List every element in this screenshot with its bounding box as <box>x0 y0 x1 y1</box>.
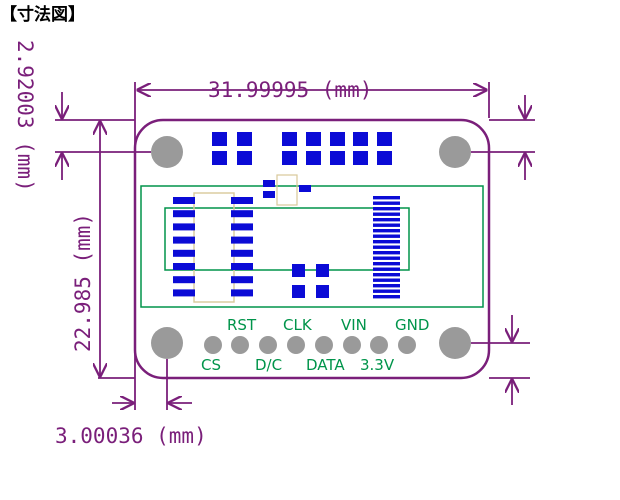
fpc-pad <box>373 289 400 293</box>
left-hole-offset-dimension <box>112 359 192 410</box>
right-bottom-hole-offset-dimension <box>471 315 530 405</box>
header-pin <box>287 336 305 354</box>
dip-pad <box>231 289 253 297</box>
fpc-pad <box>373 218 400 222</box>
fpc-pad <box>373 212 400 216</box>
mounting-hole-bottom-left <box>151 327 183 359</box>
pin-label-cs: CS <box>201 356 221 374</box>
diagram-heading: 【寸法図】 <box>0 5 85 25</box>
right-top-hole-offset-dimension <box>471 95 535 180</box>
dip-pad <box>173 289 195 297</box>
fpc-pad <box>373 201 400 205</box>
fpc-pad <box>373 295 400 299</box>
fpc-pad <box>373 240 400 244</box>
width-dimension <box>134 82 490 410</box>
pin-label-clk: CLK <box>283 316 313 334</box>
dip-ic <box>173 192 253 303</box>
dip-pad <box>173 210 195 218</box>
fpc-pad <box>373 262 400 266</box>
board-height-label: 22.985 (mm) <box>71 213 95 352</box>
mounting-hole-bottom-right <box>439 327 471 359</box>
dip-pad <box>231 263 253 270</box>
fpc-pad <box>373 256 400 260</box>
mounting-hole-top-left <box>151 136 183 168</box>
dip-pad <box>231 249 253 257</box>
fpc-pad <box>373 223 400 227</box>
pin-label-vin: VIN <box>341 316 367 334</box>
header-pin <box>204 336 222 354</box>
dip-pad <box>231 210 253 218</box>
header-pin <box>231 336 249 354</box>
fpc-pad <box>373 267 400 271</box>
dip-pad <box>173 276 195 284</box>
dip-pad <box>231 197 253 204</box>
fpc-connector <box>373 196 400 299</box>
fpc-pad <box>373 207 400 211</box>
small-ic <box>263 174 311 206</box>
header-pin <box>398 336 416 354</box>
header-pin <box>315 336 333 354</box>
fpc-pad <box>373 234 400 238</box>
dip-pad <box>173 249 195 257</box>
dip-pad <box>231 236 253 244</box>
dip-pad <box>173 197 195 204</box>
top-hole-offset-label: 2.92003 (mm) <box>13 40 37 192</box>
top-smd-pads <box>212 132 392 165</box>
fpc-pad <box>373 245 400 249</box>
dip-pad <box>231 276 253 284</box>
pin-label-gnd: GND <box>395 316 429 334</box>
pin-label-rst: RST <box>227 316 257 334</box>
dip-pad <box>231 223 253 231</box>
fpc-pad <box>373 278 400 282</box>
fpc-pad <box>373 284 400 288</box>
center-pads <box>292 264 329 298</box>
fpc-pad <box>373 196 400 200</box>
left-hole-offset-label: 3.00036 (mm) <box>55 424 207 448</box>
header-pins <box>204 336 416 354</box>
header-pin <box>343 336 361 354</box>
dip-pad <box>173 236 195 244</box>
height-dimension <box>98 122 135 379</box>
display-silkscreen <box>140 185 484 308</box>
header-pin <box>370 336 388 354</box>
mounting-hole-top-right <box>439 136 471 168</box>
dip-pad <box>173 263 195 270</box>
fpc-pad <box>373 273 400 277</box>
pin-label-3v3: 3.3V <box>360 356 395 374</box>
pin-label-data: DATA <box>306 356 345 374</box>
mounting-holes <box>151 136 471 359</box>
fpc-pad <box>373 229 400 233</box>
dip-pad <box>173 223 195 231</box>
header-pin <box>259 336 277 354</box>
fpc-pad <box>373 251 400 255</box>
pin-label-dc: D/C <box>255 356 282 374</box>
board-width-label: 31.99995 (mm) <box>208 78 372 102</box>
